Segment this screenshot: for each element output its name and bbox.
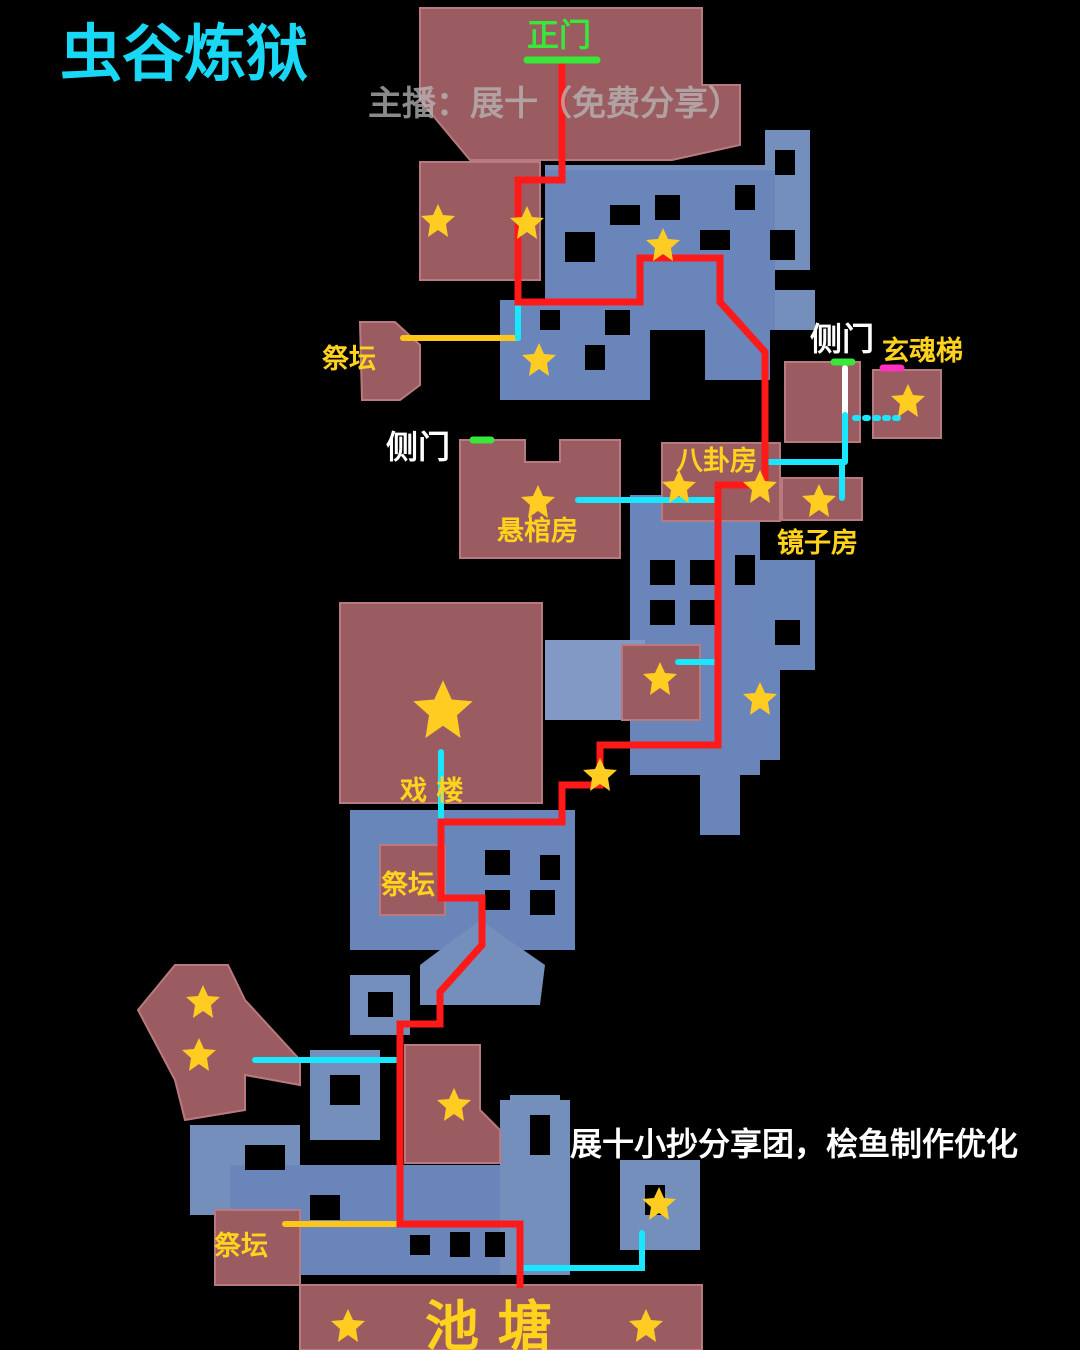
label-theater: 戏 楼 (399, 776, 463, 807)
branch-routes (252, 299, 908, 1271)
label-altar-top: 祭坛 (322, 343, 376, 375)
pond-room (299, 1284, 703, 1350)
main-hall (419, 7, 741, 161)
label-main-gate: 正门 (527, 16, 591, 54)
label-bagua-room: 八卦房 (676, 446, 757, 477)
map-title: 虫谷炼狱 (60, 17, 308, 90)
label-xuanhun-ladder: 玄魂梯 (882, 335, 963, 367)
credit-text: 展十小抄分享团，桧鱼制作优化 (570, 1125, 1018, 1163)
label-altar-mid: 祭坛 (381, 869, 435, 901)
altar-mid-room (379, 844, 446, 916)
label-hanging-coffin-room: 悬棺房 (497, 516, 578, 547)
side-room (784, 361, 861, 443)
west-room (136, 964, 301, 1122)
label-pond: 池 塘 (425, 1295, 552, 1350)
watermark: 主播：展十（免费分享） (368, 84, 742, 124)
label-side-gate-left: 侧门 (386, 428, 450, 466)
maze-walls (245, 150, 800, 1257)
altar-top-room (358, 321, 421, 401)
label-side-gate-right: 侧门 (810, 320, 874, 358)
label-altar-bottom: 祭坛 (214, 1230, 268, 1262)
label-mirror-room: 镜子房 (777, 528, 858, 559)
